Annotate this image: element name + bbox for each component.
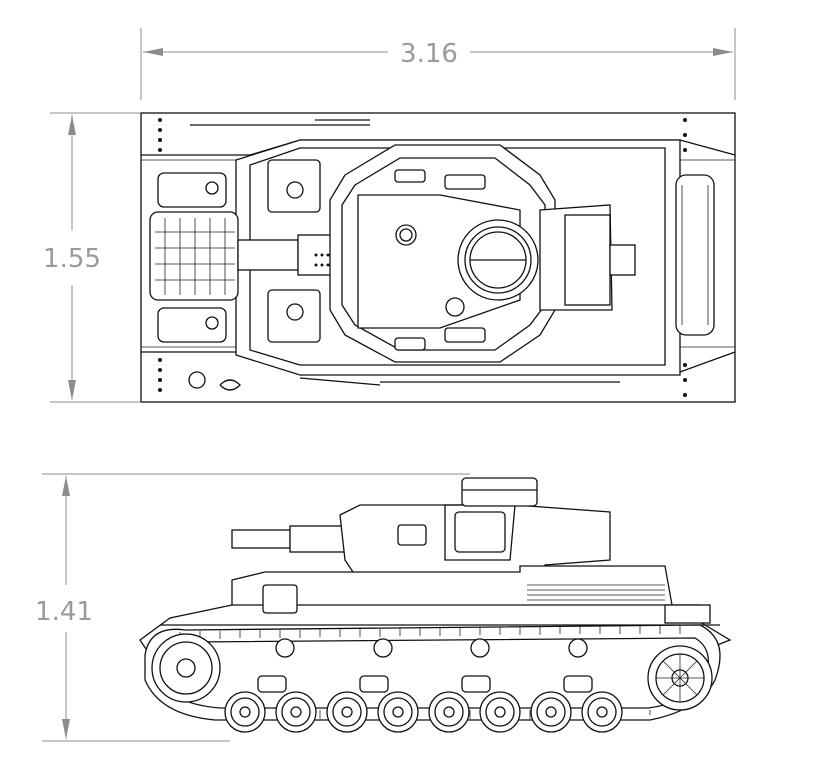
suspension-bogies — [257, 675, 593, 693]
road-wheels — [224, 691, 623, 733]
track-links-top — [155, 218, 235, 295]
width-label: 1.55 — [43, 244, 101, 274]
dimension-length: 3.16 — [140, 28, 736, 100]
dimension-width: 1.55 — [43, 112, 140, 403]
length-label: 3.16 — [400, 39, 458, 69]
dimension-height: 1.41 — [35, 473, 470, 742]
rivets-top — [158, 118, 687, 397]
tank-side-view — [139, 477, 732, 733]
idler-wheel — [647, 645, 713, 711]
tank-top-view — [140, 112, 736, 403]
return-rollers — [275, 638, 588, 658]
drive-sprocket — [151, 633, 221, 703]
engine-grille — [527, 584, 665, 601]
height-label: 1.41 — [35, 597, 93, 627]
